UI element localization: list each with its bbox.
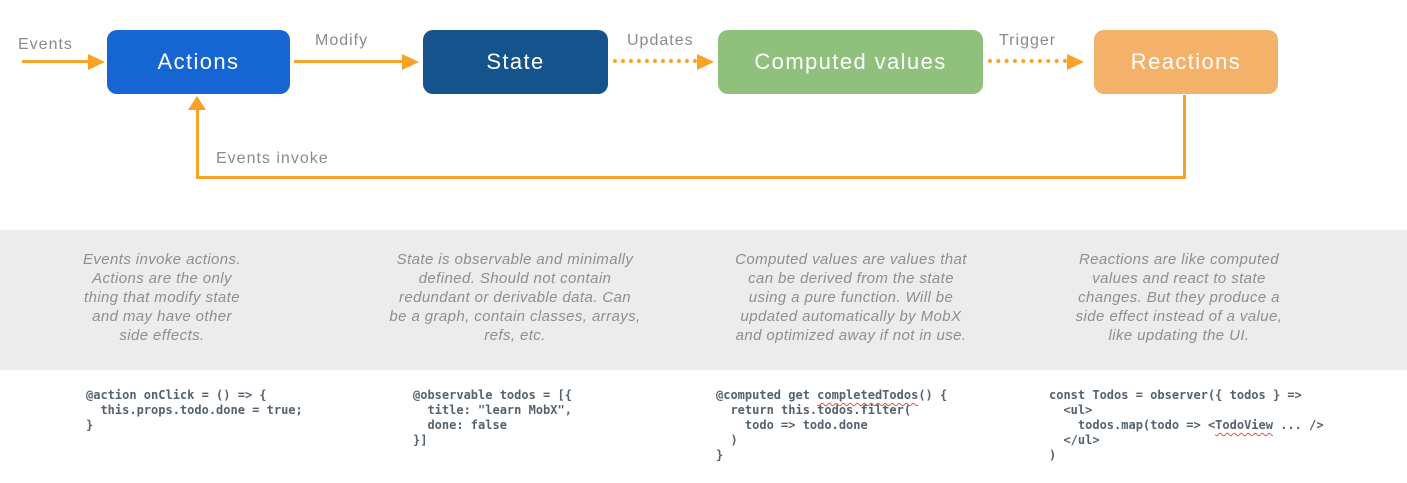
trigger-arrow-icon [1067,54,1084,70]
misspelled-word: TodoView [1215,418,1273,432]
code-text: ... /> </ul> ) [1049,418,1324,462]
events-invoke-label: Events invoke [216,150,329,167]
updates-arrow-icon [697,54,714,70]
computed-values-node: Computed values [718,30,983,94]
reactions-description: Reactions are like computed values and r… [1075,251,1283,344]
actions-description: Events invoke actions. Actions are the o… [82,251,242,344]
updates-dotted-line [613,59,697,63]
trigger-edge-label: Trigger [999,32,1057,49]
state-description: State is observable and minimally define… [389,251,641,344]
events-arrow-icon [88,54,105,70]
state-code-snippet: @observable todos = [{ title: "learn Mob… [413,388,572,447]
events-arrow-line [22,60,88,63]
computed-description: Computed values are values that can be d… [735,251,967,344]
updates-edge-label: Updates [627,32,694,49]
modify-arrow-line [294,60,402,63]
events-label: Events [18,36,73,53]
actions-node: Actions [107,30,290,94]
computed-code-snippet: @computed get completedTodos() { return … [716,388,947,463]
feedback-line-right [1183,95,1186,179]
code-text: () { return this.todos.filter( todo => t… [716,388,948,462]
reactions-node: Reactions [1094,30,1278,94]
state-node: State [423,30,608,94]
feedback-line-bottom [196,176,1186,179]
feedback-line-left [196,109,199,179]
modify-edge-label: Modify [315,32,369,49]
modify-arrow-icon [402,54,419,70]
code-text: const Todos = observer({ todos } => <ul>… [1049,388,1302,432]
code-text: @computed get [716,388,818,402]
description-band [0,230,1407,370]
reactions-code-snippet: const Todos = observer({ todos } => <ul>… [1049,388,1324,463]
trigger-dotted-line [988,59,1067,63]
actions-code-snippet: @action onClick = () => { this.props.tod… [86,388,303,432]
feedback-arrow-icon [188,96,206,110]
misspelled-word: completedTodos [817,388,919,402]
